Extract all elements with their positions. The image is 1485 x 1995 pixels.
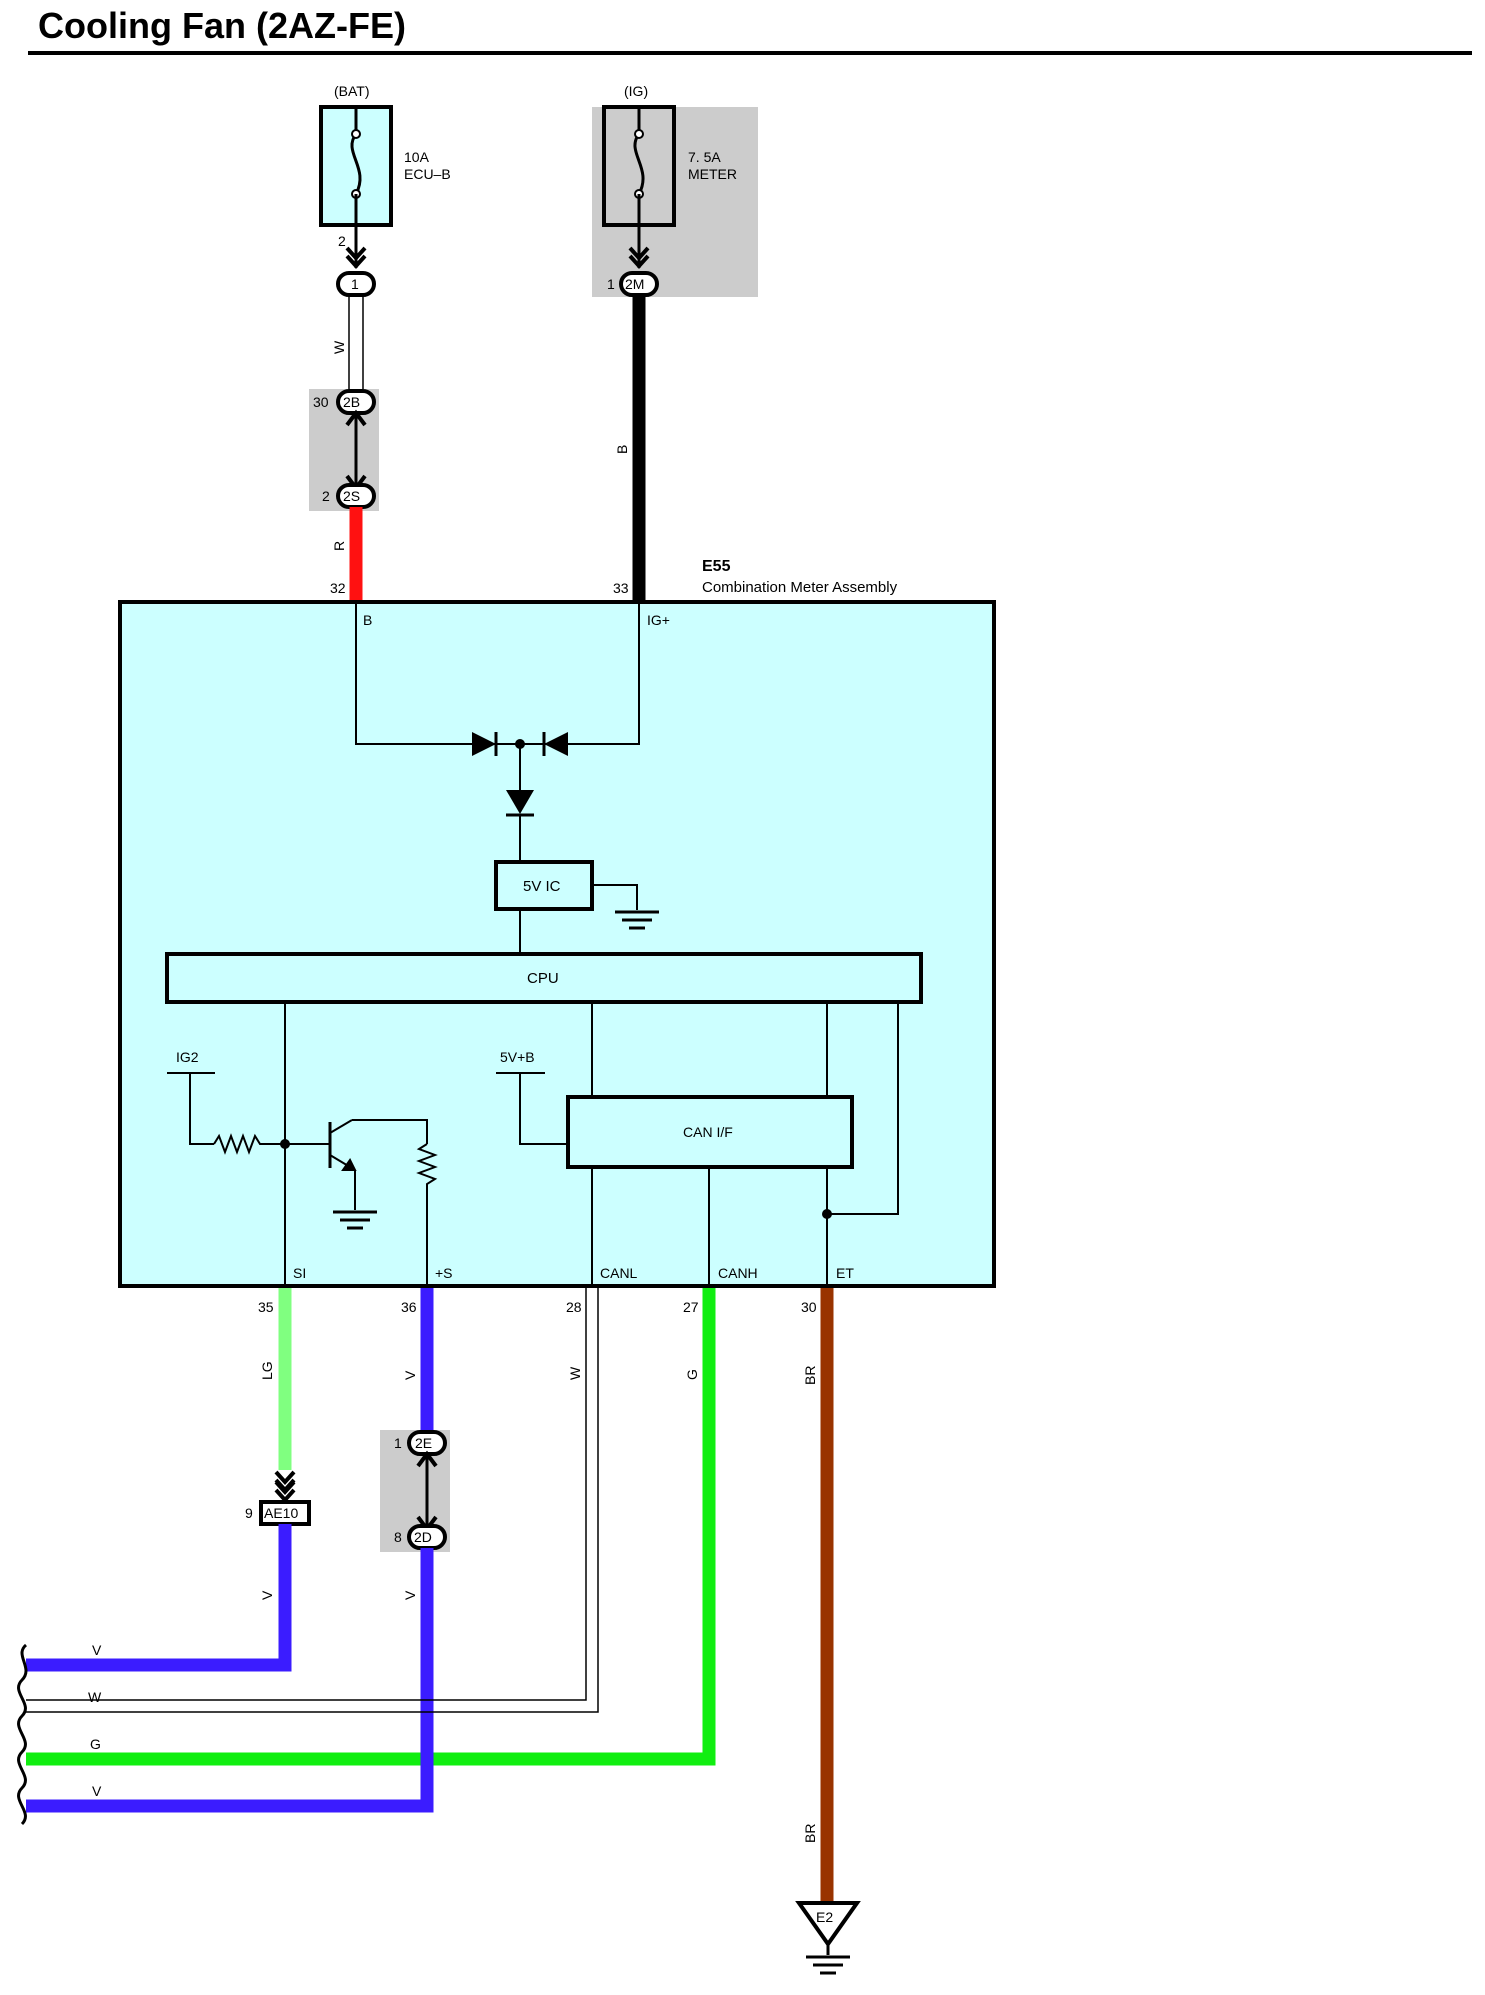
svg-text:B: B [614,445,630,454]
svg-text:2M: 2M [625,276,644,292]
junction-dot [515,739,525,749]
meter-assembly-box [118,600,996,1288]
svg-text:V: V [92,1783,102,1799]
wire-break-symbol [17,1643,28,1826]
svg-text:2B: 2B [343,394,360,410]
fuse-pin: 1 [607,276,615,292]
pin-num-32: 32 [330,580,346,596]
fuse-pin: 2 [338,233,346,249]
connector-2m: 2M [619,271,659,297]
wire-lg: LG [259,1288,292,1470]
svg-text:1: 1 [351,276,359,292]
svg-text:V: V [402,1590,418,1600]
svg-text:LG: LG [259,1361,275,1380]
svg-text:5V+B: 5V+B [500,1049,535,1065]
fuse-name: METER [688,166,737,182]
wire-w-canl [26,1288,599,1713]
svg-text:V: V [402,1370,418,1380]
svg-text:9: 9 [245,1505,253,1521]
ig2-input: IG2 [167,1049,285,1155]
v5b-input: 5V+B [496,1049,568,1145]
junction-dot [822,1209,832,1219]
pin-label-b: B [363,612,372,628]
component-id: E55 [702,558,731,575]
pin-num-36: 36 [401,1299,417,1315]
fuse-source-label: (BAT) [334,83,370,99]
transistor-icon [285,1119,438,1284]
svg-text:AE10: AE10 [264,1505,298,1521]
svg-text:2: 2 [322,488,330,504]
cpu-block: CPU [165,952,923,1004]
pin-label-canl: CANL [600,1265,638,1281]
svg-text:G: G [684,1369,700,1380]
diode-right [542,732,568,756]
ic-5v: 5V IC [494,860,661,930]
diode-left [472,732,498,756]
diode-down [506,790,534,817]
svg-text:8: 8 [394,1529,402,1545]
wire-color-label: W [567,1366,583,1380]
svg-text:G: G [90,1736,101,1752]
svg-text:2S: 2S [343,488,360,504]
ground-icon [804,1955,852,1975]
svg-text:2E: 2E [415,1435,432,1451]
svg-text:E2: E2 [816,1909,833,1925]
fuse-rating: 7. 5A [688,149,721,165]
wire-v-2d: V V [26,1548,434,1813]
svg-text:W: W [331,340,347,354]
svg-text:BR: BR [802,1366,818,1385]
pin-num-30: 30 [801,1299,817,1315]
svg-text:1: 1 [394,1435,402,1451]
pin-num-28: 28 [566,1299,582,1315]
svg-text:2D: 2D [414,1529,432,1545]
pin-label-canh: CANH [718,1265,758,1281]
svg-text:IG2: IG2 [176,1049,199,1065]
svg-text:V: V [259,1590,275,1600]
fuse-ecu-b: (BAT) 10A ECU–B 2 [319,83,451,268]
svg-text:BR: BR [802,1824,818,1843]
pin-label-si: SI [293,1265,306,1281]
pin-num-33: 33 [613,580,629,596]
svg-text:V: V [92,1642,102,1658]
pin-label-igplus: IG+ [647,612,670,628]
svg-text:CPU: CPU [527,970,559,987]
fuse-meter: (IG) 7. 5A METER 1 [602,83,737,292]
connector-2e: 2E 1 [394,1430,447,1456]
pin-label-plus-s: +S [435,1265,453,1281]
fuse-rating: 10A [404,149,430,165]
wire-g-canh: G G [26,1288,716,1766]
wire-color-label: W [88,1689,102,1705]
fuse-source-label: (IG) [624,83,648,99]
ground-e2: E2 [795,1901,861,1975]
wire-b: B [614,295,646,601]
wire-br-et: BR BR [802,1288,834,1905]
svg-text:CAN I/F: CAN I/F [683,1124,733,1140]
svg-text:R: R [331,541,347,551]
pin-num-27: 27 [683,1299,699,1315]
fuse-name: ECU–B [404,166,451,182]
page-title: Cooling Fan (2AZ-FE) [38,5,406,46]
wire-r: R [331,507,363,601]
pin-label-et: ET [836,1265,854,1281]
connector-ae10: AE10 9 [245,1500,311,1526]
connector-2d: 2D 8 [394,1524,447,1550]
connector-1: 1 [336,271,376,297]
wire-w-upper: W [331,295,364,392]
svg-text:5V IC: 5V IC [523,878,561,895]
wire-v-ae10: V V [26,1524,292,1672]
svg-text:30: 30 [313,394,329,410]
wire-v-plus-s: V [402,1288,434,1432]
component-name: Combination Meter Assembly [702,579,898,596]
connector-2b: 2B 30 [313,389,376,415]
can-interface-block: CAN I/F [566,1095,854,1169]
pin-num-35: 35 [258,1299,274,1315]
